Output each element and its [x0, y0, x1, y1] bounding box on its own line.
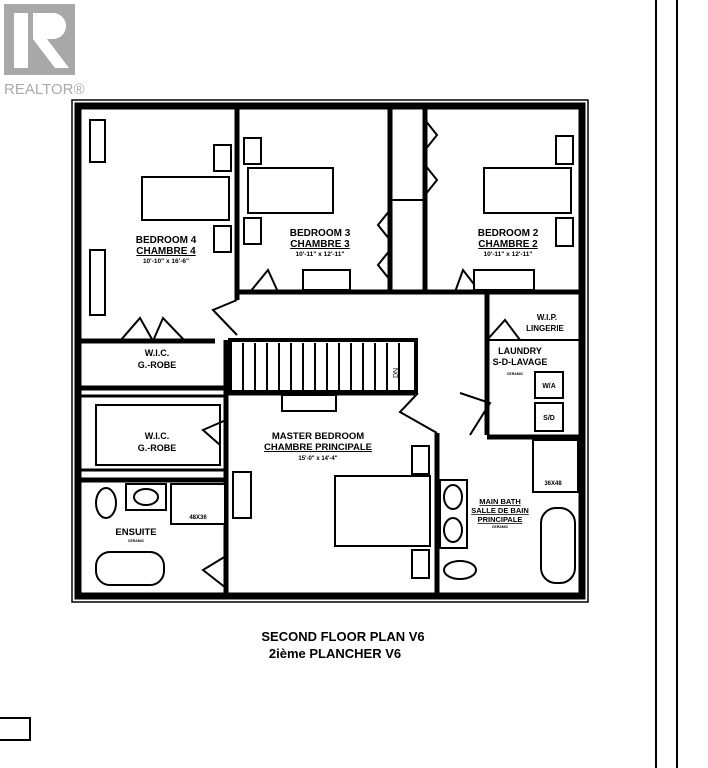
- wip-label: W.I.P.: [537, 313, 557, 322]
- bedroom4-label: BEDROOM 4: [136, 235, 197, 246]
- master-label-fr: CHAMBRE PRINCIPALE: [264, 442, 372, 453]
- realtor-logo-text: REALTOR®: [4, 81, 85, 98]
- bedroom4-size: 10'-10" x 16'-6": [143, 258, 189, 265]
- wic2-label-fr: G.-ROBE: [138, 443, 177, 453]
- doors: [119, 119, 521, 589]
- room-labels: BEDROOM 4 CHAMBRE 4 10'-10" x 16'-6" BED…: [115, 228, 564, 543]
- bed-bedroom3: [247, 167, 334, 214]
- interior-walls: [78, 106, 582, 596]
- bed-bedroom4: [141, 176, 230, 221]
- bedroom4-label-fr: CHAMBRE 4: [136, 246, 196, 257]
- bedroom2-label: BEDROOM 2: [478, 228, 539, 239]
- master-label: MASTER BEDROOM: [272, 431, 364, 442]
- wic2-label: W.I.C.: [145, 431, 170, 441]
- bathtub-ensuite: [95, 551, 165, 586]
- bedroom3-label: BEDROOM 3: [290, 228, 351, 239]
- main-bath-finish: CERAMIC: [492, 525, 509, 529]
- main-bath-label: MAIN BATH: [479, 497, 521, 506]
- dryer: [534, 402, 564, 432]
- main-bath-shower-size: 36X48: [544, 481, 562, 487]
- wic1-label-fr: G.-ROBE: [138, 360, 177, 370]
- bedroom2-size: 10'-11" x 12'-11": [483, 251, 532, 258]
- master-size: 15'-0" x 14'-4": [298, 456, 337, 462]
- laundry-label-fr: S-D-LAVAGE: [493, 357, 548, 367]
- wic1-label: W.I.C.: [145, 348, 170, 358]
- ensuite-finish: CERAMIC: [128, 539, 145, 543]
- washer-label: W/A: [542, 383, 556, 390]
- bed-master: [334, 475, 431, 547]
- exterior-walls: [71, 99, 589, 603]
- furniture: [89, 119, 579, 586]
- toilet-ensuite: [95, 487, 117, 519]
- realtor-logo: REALTOR®: [4, 4, 85, 98]
- plan-title: SECOND FLOOR PLAN V6: [261, 629, 424, 644]
- bathtub-main: [540, 507, 576, 584]
- wip-label-fr: LINGERIE: [526, 324, 564, 333]
- washer: [534, 371, 564, 399]
- toilet-main-bath: [443, 560, 477, 580]
- laundry-finish: CERAMIC: [507, 372, 524, 376]
- bedroom3-size: 10'-11" x 12'-11": [295, 251, 344, 258]
- main-bath-label-fr: SALLE DE BAIN: [471, 506, 529, 515]
- bedroom2-label-fr: CHAMBRE 2: [478, 239, 538, 250]
- bed-bedroom2: [483, 167, 572, 214]
- stair-label: DN: [393, 368, 400, 378]
- ensuite-shower-size: 48X36: [189, 515, 207, 521]
- staircase: DN: [228, 338, 418, 394]
- bedroom3-label-fr: CHAMBRE 3: [290, 239, 350, 250]
- dryer-label: S/D: [543, 415, 555, 422]
- frame-box: [0, 717, 31, 741]
- plan-title-fr: 2ième PLANCHER V6: [269, 646, 401, 661]
- main-bath-label-fr2: PRINCIPALE: [478, 515, 523, 524]
- laundry-label: LAUNDRY: [498, 346, 542, 356]
- ensuite-label: ENSUITE: [115, 527, 156, 538]
